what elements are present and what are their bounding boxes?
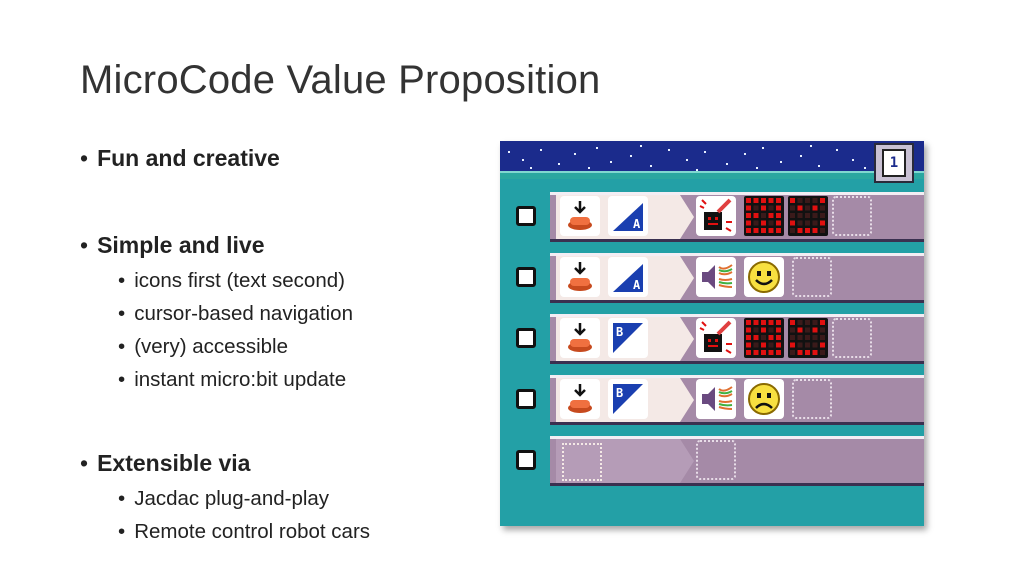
rule-row: B	[500, 371, 924, 427]
empty-slot[interactable]	[832, 318, 872, 358]
paint-led-icon[interactable]	[696, 318, 736, 358]
star	[686, 159, 688, 161]
star	[800, 155, 802, 157]
rule-row	[500, 432, 924, 488]
when-arrow	[680, 195, 694, 239]
star	[852, 159, 854, 161]
led-pattern-icon[interactable]	[788, 318, 828, 358]
bullet-list: •Fun and creative •Simple and live •icon…	[80, 0, 500, 576]
star	[650, 165, 652, 167]
rule-row: A	[500, 249, 924, 305]
button-a-icon[interactable]: A	[608, 257, 648, 297]
rule-row: B	[500, 310, 924, 366]
when-arrow	[680, 378, 694, 422]
svg-text:B: B	[616, 386, 623, 400]
star	[726, 163, 728, 165]
led-pattern-icon[interactable]	[744, 318, 784, 358]
press-button-icon[interactable]	[560, 379, 600, 419]
star	[596, 147, 598, 149]
when-arrow	[680, 317, 694, 361]
star	[630, 155, 632, 157]
star	[762, 147, 764, 149]
svg-text:A: A	[633, 217, 641, 231]
bullet-text: Extensible via	[97, 450, 251, 476]
star	[704, 151, 706, 153]
star	[696, 169, 698, 171]
rule-checkbox[interactable]	[516, 328, 536, 348]
svg-text:A: A	[633, 278, 641, 292]
when-arrow	[680, 439, 694, 483]
when-arrow	[680, 256, 694, 300]
when-section-empty	[556, 439, 680, 483]
press-button-icon[interactable]	[560, 196, 600, 236]
sub-bullet: •cursor-based navigation	[118, 302, 353, 325]
rule-row: A	[500, 188, 924, 244]
sub-bullet: •Remote control robot cars	[118, 520, 371, 543]
rule-checkbox[interactable]	[516, 389, 536, 409]
empty-slot[interactable]	[792, 257, 832, 297]
bullet-text: Simple and live	[97, 232, 265, 258]
bullet-extensible: •Extensible via	[80, 450, 251, 476]
star	[836, 149, 838, 151]
star	[864, 167, 866, 169]
star	[756, 167, 758, 169]
star	[810, 145, 812, 147]
rule-checkbox[interactable]	[516, 450, 536, 470]
press-button-icon[interactable]	[560, 257, 600, 297]
star	[640, 145, 642, 147]
press-button-icon[interactable]	[560, 318, 600, 358]
page-number-icon: 1	[882, 149, 906, 177]
bullet-text: Fun and creative	[97, 145, 280, 171]
button-b-icon[interactable]: B	[608, 379, 648, 419]
paint-led-icon[interactable]	[696, 196, 736, 236]
happy-face-icon[interactable]	[744, 257, 784, 297]
star	[540, 149, 542, 151]
empty-slot[interactable]	[792, 379, 832, 419]
sub-bullet: •(very) accessible	[118, 335, 288, 358]
button-a-icon[interactable]: A	[608, 196, 648, 236]
starry-sky-banner	[500, 141, 924, 173]
empty-slot[interactable]	[562, 443, 602, 481]
speaker-sound-icon[interactable]	[696, 379, 736, 419]
rule-checkbox[interactable]	[516, 206, 536, 226]
microcode-editor-screenshot: 1 A A B B	[500, 141, 924, 526]
speaker-sound-icon[interactable]	[696, 257, 736, 297]
bullet-fun-creative: •Fun and creative	[80, 145, 280, 171]
star	[558, 163, 560, 165]
star	[818, 165, 820, 167]
star	[574, 153, 576, 155]
star	[668, 149, 670, 151]
star	[780, 161, 782, 163]
led-pattern-icon[interactable]	[788, 196, 828, 236]
star	[588, 167, 590, 169]
sub-bullet: •icons first (text second)	[118, 269, 345, 292]
rule-checkbox[interactable]	[516, 267, 536, 287]
grass-strip	[500, 171, 924, 179]
svg-text:B: B	[616, 325, 623, 339]
star	[522, 159, 524, 161]
star	[530, 167, 532, 169]
star	[508, 151, 510, 153]
star	[744, 153, 746, 155]
slide-title: MicroCode Value Proposition	[80, 58, 601, 102]
sub-bullet: •Jacdac plug-and-play	[118, 487, 330, 510]
led-pattern-icon[interactable]	[744, 196, 784, 236]
bullet-simple-live: •Simple and live	[80, 232, 265, 258]
button-b-icon[interactable]: B	[608, 318, 648, 358]
sad-face-icon[interactable]	[744, 379, 784, 419]
sub-bullet: •instant micro:bit update	[118, 368, 347, 391]
star	[610, 161, 612, 163]
page-button[interactable]: 1	[874, 143, 914, 183]
empty-slot[interactable]	[832, 196, 872, 236]
empty-slot[interactable]	[696, 440, 736, 480]
